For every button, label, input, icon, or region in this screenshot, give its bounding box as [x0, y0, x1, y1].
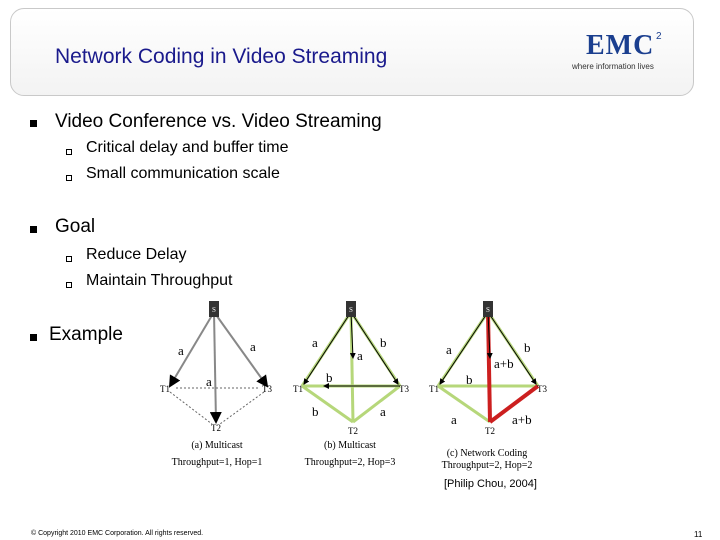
- bullet-video-conference: Video Conference vs. Video Streaming: [55, 111, 382, 132]
- emc-logo: EMC 2 where information lives: [572, 30, 672, 74]
- node-label: T3: [399, 384, 409, 394]
- logo-tagline: where information lives: [572, 62, 654, 71]
- panel-caption: (b) Multicast: [324, 440, 376, 451]
- node-label: S: [349, 306, 353, 314]
- edge-label: a+b: [512, 412, 532, 427]
- node-label: S: [212, 306, 216, 314]
- panel-caption: (a) Multicast: [191, 440, 243, 451]
- edge-label: a: [250, 339, 256, 354]
- network-coding-diagram: S T1 T3 T2 a a a (a) Multicast Throughpu…: [154, 298, 560, 476]
- source-node: [483, 301, 493, 317]
- panel-caption: Throughput=2, Hop=3: [305, 457, 396, 468]
- panel-c: S T1 T3 T2 a b b a+b a a+b (c) Network C…: [429, 301, 547, 471]
- edge-label: b: [380, 335, 387, 350]
- edge-label: a: [451, 412, 457, 427]
- logo-text: EMC: [586, 30, 655, 61]
- edge-label: a: [206, 374, 212, 389]
- node-label: T2: [485, 426, 495, 436]
- panel-caption: Throughput=2, Hop=2: [442, 460, 533, 471]
- bullet-marker: [30, 334, 37, 341]
- node-label: T1: [160, 384, 170, 394]
- sub-bullet-reduce-delay: Reduce Delay: [86, 246, 187, 263]
- node-label: T2: [348, 426, 358, 436]
- sub-bullet-marker: [66, 256, 72, 262]
- sub-bullet-critical-delay: Critical delay and buffer time: [86, 139, 289, 156]
- edge-label: a: [178, 343, 184, 358]
- edge-label: a: [380, 404, 386, 419]
- edge-label: b: [312, 404, 319, 419]
- sub-bullet-small-scale: Small communication scale: [86, 165, 280, 182]
- node-label: T3: [262, 384, 272, 394]
- source-node: [346, 301, 356, 317]
- node-label: S: [486, 306, 490, 314]
- panel-a: S T1 T3 T2 a a a (a) Multicast Throughpu…: [160, 301, 272, 468]
- page-number: 11: [694, 530, 703, 539]
- edge-label: a+b: [494, 356, 514, 371]
- logo-superscript: 2: [656, 31, 662, 42]
- bullet-example: Example: [49, 324, 123, 345]
- bullet-marker: [30, 120, 37, 127]
- edge-label: b: [524, 340, 531, 355]
- sub-bullet-marker: [66, 149, 72, 155]
- copyright-footer: © Copyright 2010 EMC Corporation. All ri…: [31, 530, 204, 537]
- citation: [Philip Chou, 2004]: [444, 478, 537, 490]
- source-node: [209, 301, 219, 317]
- node-label: T2: [211, 423, 221, 433]
- edge-label: a: [446, 342, 452, 357]
- slide-title: Network Coding in Video Streaming: [55, 45, 388, 68]
- diagram-svg: S T1 T3 T2 a a a (a) Multicast Throughpu…: [160, 301, 547, 471]
- edge-label: a: [312, 335, 318, 350]
- node-label: T1: [429, 384, 439, 394]
- bullet-marker: [30, 226, 37, 233]
- edge-label: a: [357, 348, 363, 363]
- panel-b: S T1 T3 T2 a a b b b a (b) Multicast Thr…: [293, 301, 409, 468]
- bullet-goal: Goal: [55, 216, 96, 237]
- node-label: T1: [293, 384, 303, 394]
- panel-caption: (c) Network Coding: [447, 448, 528, 459]
- node-label: T3: [537, 384, 547, 394]
- sub-bullet-maintain-throughput: Maintain Throughput: [86, 272, 233, 289]
- edge-label: b: [466, 372, 473, 387]
- edge-label: b: [326, 370, 333, 385]
- header-panel: [10, 8, 694, 96]
- sub-bullet-marker: [66, 175, 72, 181]
- sub-bullet-marker: [66, 282, 72, 288]
- panel-caption: Throughput=1, Hop=1: [172, 457, 263, 468]
